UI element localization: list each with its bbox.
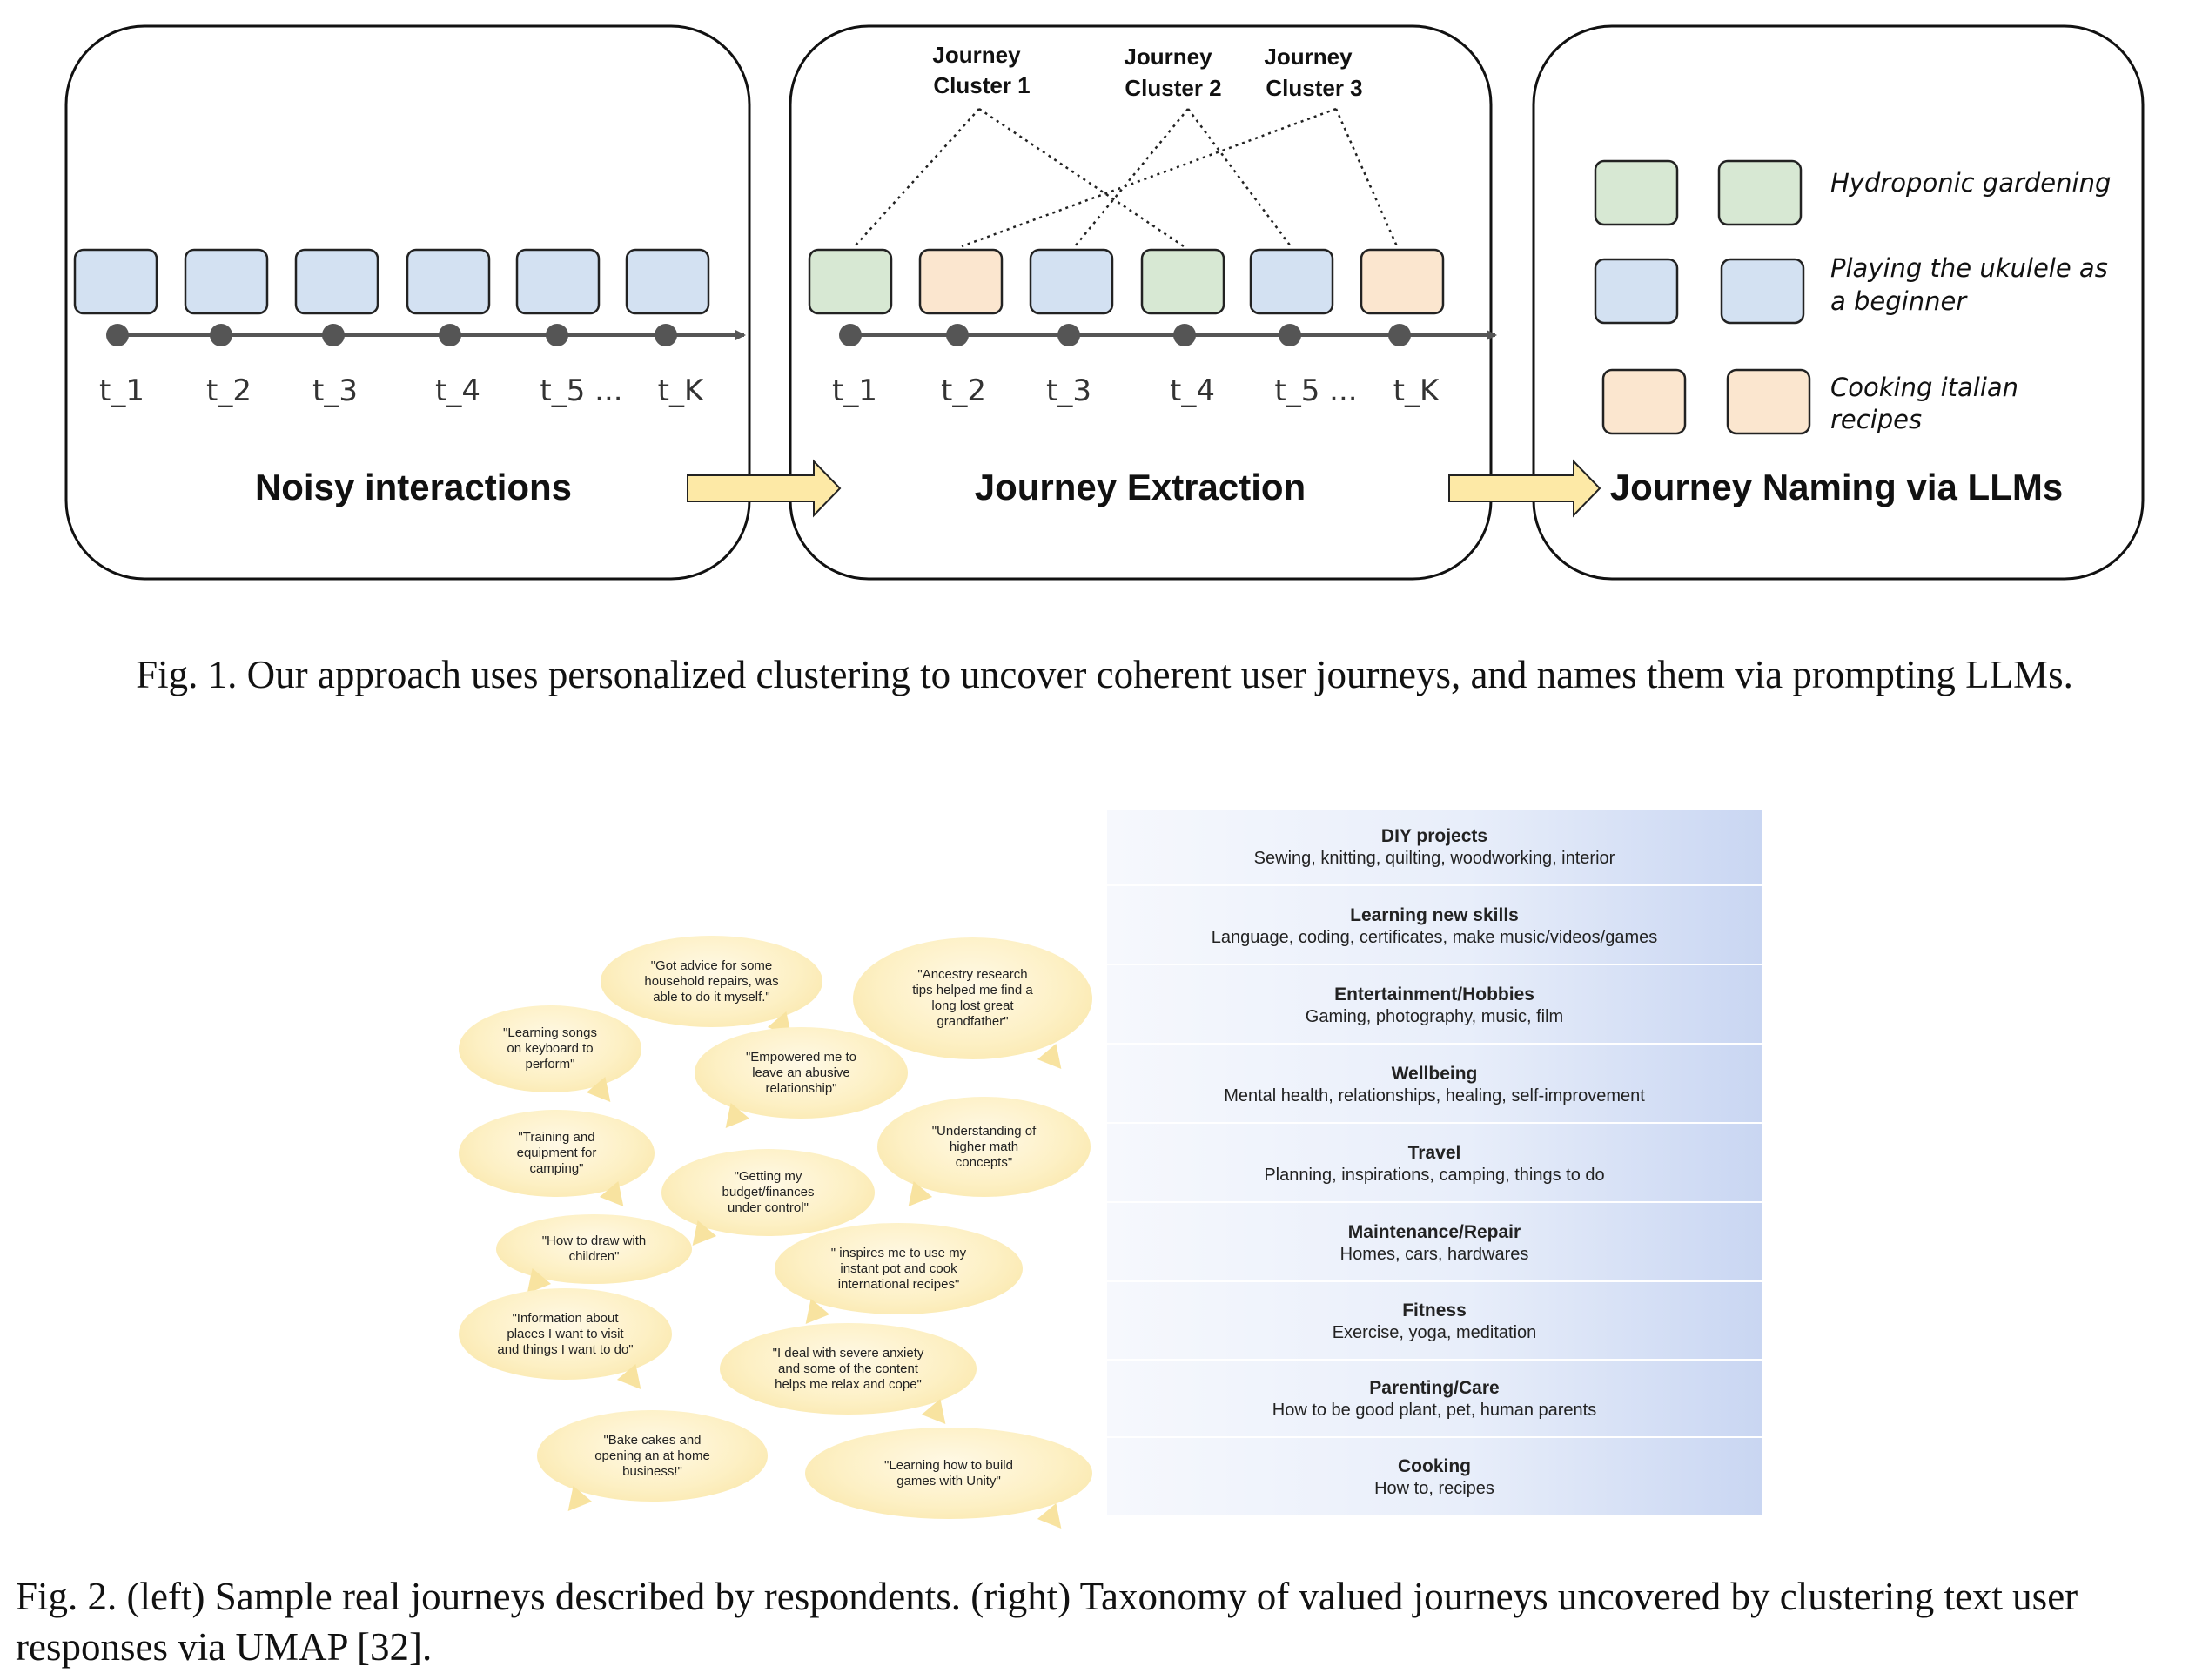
- taxonomy-subtitle: Gaming, photography, music, film: [1305, 1007, 1564, 1026]
- taxonomy-subtitle: Mental health, relationships, healing, s…: [1224, 1086, 1645, 1105]
- panel-journey-naming: [1532, 24, 2145, 581]
- panel2-title: Journey Extraction: [975, 467, 1306, 507]
- panel2-time-label: t_K: [1393, 373, 1440, 408]
- taxonomy-item: Fitness Exercise, yoga, meditation: [1107, 1284, 1762, 1361]
- panel1-time-label: t_1: [99, 373, 144, 408]
- journey-name-3-line1: Cooking italian: [1830, 373, 2018, 402]
- panel2-time-label: t_1: [832, 373, 877, 408]
- journey-taxonomy-table: DIY projects Sewing, knitting, quilting,…: [1107, 810, 1762, 1515]
- journey-name-2-line2: a beginner: [1830, 286, 1968, 316]
- figure-2-caption-line2: responses via UMAP [32].: [16, 1625, 433, 1669]
- taxonomy-item: Entertainment/Hobbies Gaming, photograph…: [1107, 968, 1762, 1045]
- taxonomy-title: Fitness: [1402, 1300, 1467, 1320]
- taxonomy-item: Wellbeing Mental health, relationships, …: [1107, 1047, 1762, 1124]
- journey-name-2-line1: Playing the ukulele as: [1830, 253, 2108, 283]
- panel1-time-label: t_4: [435, 373, 480, 408]
- taxonomy-subtitle: Planning, inspirations, camping, things …: [1264, 1166, 1605, 1185]
- taxonomy-item: DIY projects Sewing, knitting, quilting,…: [1107, 810, 1762, 886]
- panel3-title: Journey Naming via LLMs: [1610, 467, 2063, 507]
- taxonomy-title: Travel: [1407, 1143, 1461, 1163]
- cluster-label-3-line2: Cluster 3: [1266, 75, 1362, 101]
- panel1-title: Noisy interactions: [255, 467, 572, 507]
- figure-1-caption: Fig. 1. Our approach uses personalized c…: [136, 653, 2073, 696]
- panel1-time-label: t_3: [312, 373, 358, 408]
- panel1-interaction-boxes: [73, 248, 710, 315]
- taxonomy-item: Travel Planning, inspirations, camping, …: [1107, 1126, 1762, 1203]
- taxonomy-item: Cooking How to, recipes: [1107, 1440, 1762, 1516]
- taxonomy-subtitle: Exercise, yoga, meditation: [1332, 1323, 1537, 1342]
- taxonomy-subtitle: Homes, cars, hardwares: [1340, 1245, 1529, 1264]
- taxonomy-title: DIY projects: [1380, 826, 1488, 846]
- cluster-label-1-line2: Cluster 1: [933, 72, 1030, 98]
- panel1-time-label: t_5 ...: [540, 373, 622, 408]
- panel3-journey-swatches: [1594, 159, 1811, 435]
- panel2-journey-boxes: [808, 248, 1445, 315]
- figure-2-caption: Fig. 2. (left) Sample real journeys desc…: [0, 1571, 2200, 1672]
- taxonomy-title: Entertainment/Hobbies: [1334, 984, 1534, 1005]
- cluster-connectors: [854, 107, 1399, 248]
- cluster-label-1-line1: Journey: [932, 42, 1021, 68]
- figure-1-pipeline-diagram: t_1 t_2 t_3 t_4 t_5 ... t_K Noisy intera…: [64, 24, 2145, 581]
- panel2-time-label: t_4: [1170, 373, 1215, 408]
- panel1-timeline-dots: [106, 324, 677, 346]
- taxonomy-title: Maintenance/Repair: [1347, 1222, 1521, 1242]
- panel2-timeline-dots: [839, 324, 1411, 346]
- taxonomy-item: Learning new skills Language, coding, ce…: [1107, 889, 1762, 965]
- taxonomy-subtitle: Language, coding, certificates, make mus…: [1211, 928, 1658, 947]
- figure-2-caption-line1: Fig. 2. (left) Sample real journeys desc…: [16, 1575, 2078, 1618]
- taxonomy-subtitle: Sewing, knitting, quilting, woodworking,…: [1253, 849, 1615, 868]
- taxonomy-title: Learning new skills: [1350, 905, 1519, 925]
- panel1-time-label: t_2: [206, 373, 252, 408]
- taxonomy-title: Wellbeing: [1391, 1064, 1478, 1084]
- taxonomy-subtitle: How to, recipes: [1374, 1479, 1494, 1498]
- taxonomy-title: Cooking: [1398, 1456, 1471, 1476]
- panel2-time-label: t_5 ...: [1274, 373, 1357, 408]
- panel-journey-extraction: [789, 24, 1493, 581]
- panel2-time-label: t_3: [1046, 373, 1091, 408]
- panel1-time-label: t_K: [658, 373, 705, 408]
- cluster-label-3-line1: Journey: [1264, 44, 1353, 70]
- cluster-label-2-line2: Cluster 2: [1125, 75, 1221, 101]
- flow-arrow-1: [687, 459, 842, 518]
- taxonomy-title: Parenting/Care: [1369, 1378, 1500, 1398]
- journey-name-3-line2: recipes: [1830, 405, 1922, 434]
- journey-name-1: Hydroponic gardening: [1830, 168, 2111, 198]
- cluster-label-2-line1: Journey: [1124, 44, 1212, 70]
- panel2-time-label: t_2: [941, 373, 986, 408]
- taxonomy-item: Parenting/Care How to be good plant, pet…: [1107, 1361, 1762, 1438]
- flow-arrow-2: [1448, 459, 1601, 518]
- taxonomy-item: Maintenance/Repair Homes, cars, hardware…: [1107, 1206, 1762, 1282]
- taxonomy-subtitle: How to be good plant, pet, human parents: [1272, 1401, 1597, 1420]
